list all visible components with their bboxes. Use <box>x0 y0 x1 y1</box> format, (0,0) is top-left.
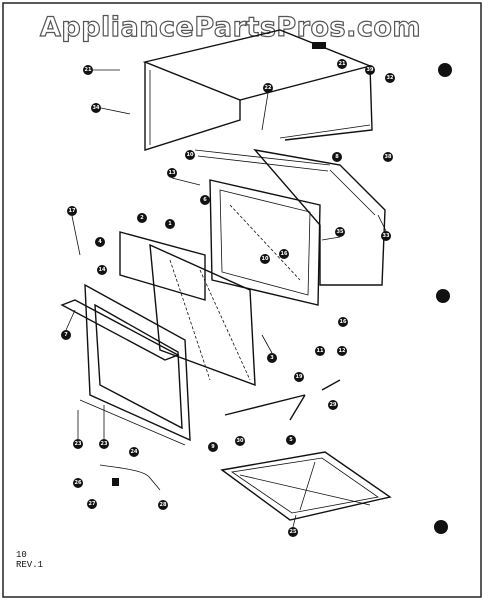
callout-28: 28 <box>158 500 168 510</box>
svg-text:5: 5 <box>289 437 293 443</box>
callout-8: 8 <box>332 152 342 162</box>
callout-12: 12 <box>337 346 347 356</box>
svg-text:4: 4 <box>98 239 102 245</box>
callout-13: 13 <box>167 168 177 178</box>
callout-21: 21 <box>83 65 93 75</box>
svg-text:33: 33 <box>383 233 390 239</box>
callout-30: 30 <box>235 436 245 446</box>
svg-text:14: 14 <box>99 267 106 273</box>
oven-liner <box>194 149 331 306</box>
svg-text:26: 26 <box>75 480 82 486</box>
callout-29: 29 <box>328 400 338 410</box>
svg-text:27: 27 <box>89 501 96 507</box>
callout-9: 9 <box>208 442 218 452</box>
svg-text:6: 6 <box>203 197 207 203</box>
callout-19: 19 <box>294 372 304 382</box>
callout-27: 27 <box>87 499 97 509</box>
callout-23: 23 <box>99 439 109 449</box>
svg-text:35: 35 <box>337 229 344 235</box>
callout-21: 21 <box>337 59 347 69</box>
svg-text:22: 22 <box>265 85 272 91</box>
svg-text:23: 23 <box>75 441 82 447</box>
svg-text:19: 19 <box>296 374 303 380</box>
svg-text:9: 9 <box>211 444 215 450</box>
page-number-value: 10 <box>16 550 27 560</box>
callout-38: 38 <box>383 152 393 162</box>
callout-3: 3 <box>267 353 277 363</box>
svg-text:3: 3 <box>270 355 274 361</box>
svg-text:24: 24 <box>131 449 138 455</box>
callout-5: 5 <box>286 435 296 445</box>
svg-text:16: 16 <box>340 319 347 325</box>
callout-16: 16 <box>338 317 348 327</box>
binder-hole-top <box>438 63 452 77</box>
control-plate <box>119 231 256 387</box>
callout-22: 22 <box>263 83 273 93</box>
svg-text:21: 21 <box>85 67 92 73</box>
svg-text:34: 34 <box>93 105 100 111</box>
wire-harness <box>99 464 161 491</box>
svg-text:2: 2 <box>140 215 144 221</box>
callout-11: 11 <box>315 346 325 356</box>
callout-16: 16 <box>279 249 289 259</box>
callout-4: 4 <box>95 237 105 247</box>
callout-6: 6 <box>200 195 210 205</box>
callout-1: 1 <box>165 219 175 229</box>
svg-text:16: 16 <box>281 251 288 257</box>
svg-text:23: 23 <box>101 441 108 447</box>
callout-26: 26 <box>73 478 83 488</box>
callout-32: 32 <box>385 73 395 83</box>
svg-text:28: 28 <box>160 502 167 508</box>
drip-tray <box>220 451 392 521</box>
svg-text:10: 10 <box>187 152 194 158</box>
callout-34: 34 <box>91 103 101 113</box>
callout-7: 7 <box>61 330 71 340</box>
callout-17: 17 <box>67 206 77 216</box>
svg-text:29: 29 <box>330 402 337 408</box>
callout-2: 2 <box>137 213 147 223</box>
callout-35: 35 <box>335 227 345 237</box>
callout-14: 14 <box>97 265 107 275</box>
svg-text:12: 12 <box>339 348 346 354</box>
watermark: AppliancePartsPros.com <box>39 11 422 43</box>
binder-hole-middle <box>436 289 450 303</box>
binder-hole-bottom <box>434 520 448 534</box>
hinge-arms <box>224 379 341 421</box>
svg-text:25: 25 <box>290 529 297 535</box>
callout-10: 10 <box>260 254 270 264</box>
callout-10: 10 <box>185 150 195 160</box>
leader-lines <box>65 69 387 528</box>
page-number: 10 REV.1 <box>16 550 43 570</box>
revision-label: REV.1 <box>16 560 44 570</box>
svg-text:30: 30 <box>237 438 244 444</box>
svg-text:10: 10 <box>262 256 269 262</box>
svg-text:7: 7 <box>64 332 68 338</box>
callout-25: 25 <box>288 527 298 537</box>
callout-33: 33 <box>381 231 391 241</box>
svg-text:8: 8 <box>335 154 339 160</box>
svg-text:32: 32 <box>387 75 394 81</box>
callout-39: 39 <box>365 65 375 75</box>
svg-text:21: 21 <box>339 61 346 67</box>
svg-text:13: 13 <box>169 170 176 176</box>
svg-text:11: 11 <box>317 348 324 354</box>
callout-23: 23 <box>73 439 83 449</box>
callout-24: 24 <box>129 447 139 457</box>
svg-text:39: 39 <box>367 67 374 73</box>
svg-text:17: 17 <box>69 208 76 214</box>
svg-text:1: 1 <box>168 221 172 227</box>
cabinet-wrapper <box>142 29 373 151</box>
door-frame <box>60 283 191 446</box>
svg-text:38: 38 <box>385 154 392 160</box>
